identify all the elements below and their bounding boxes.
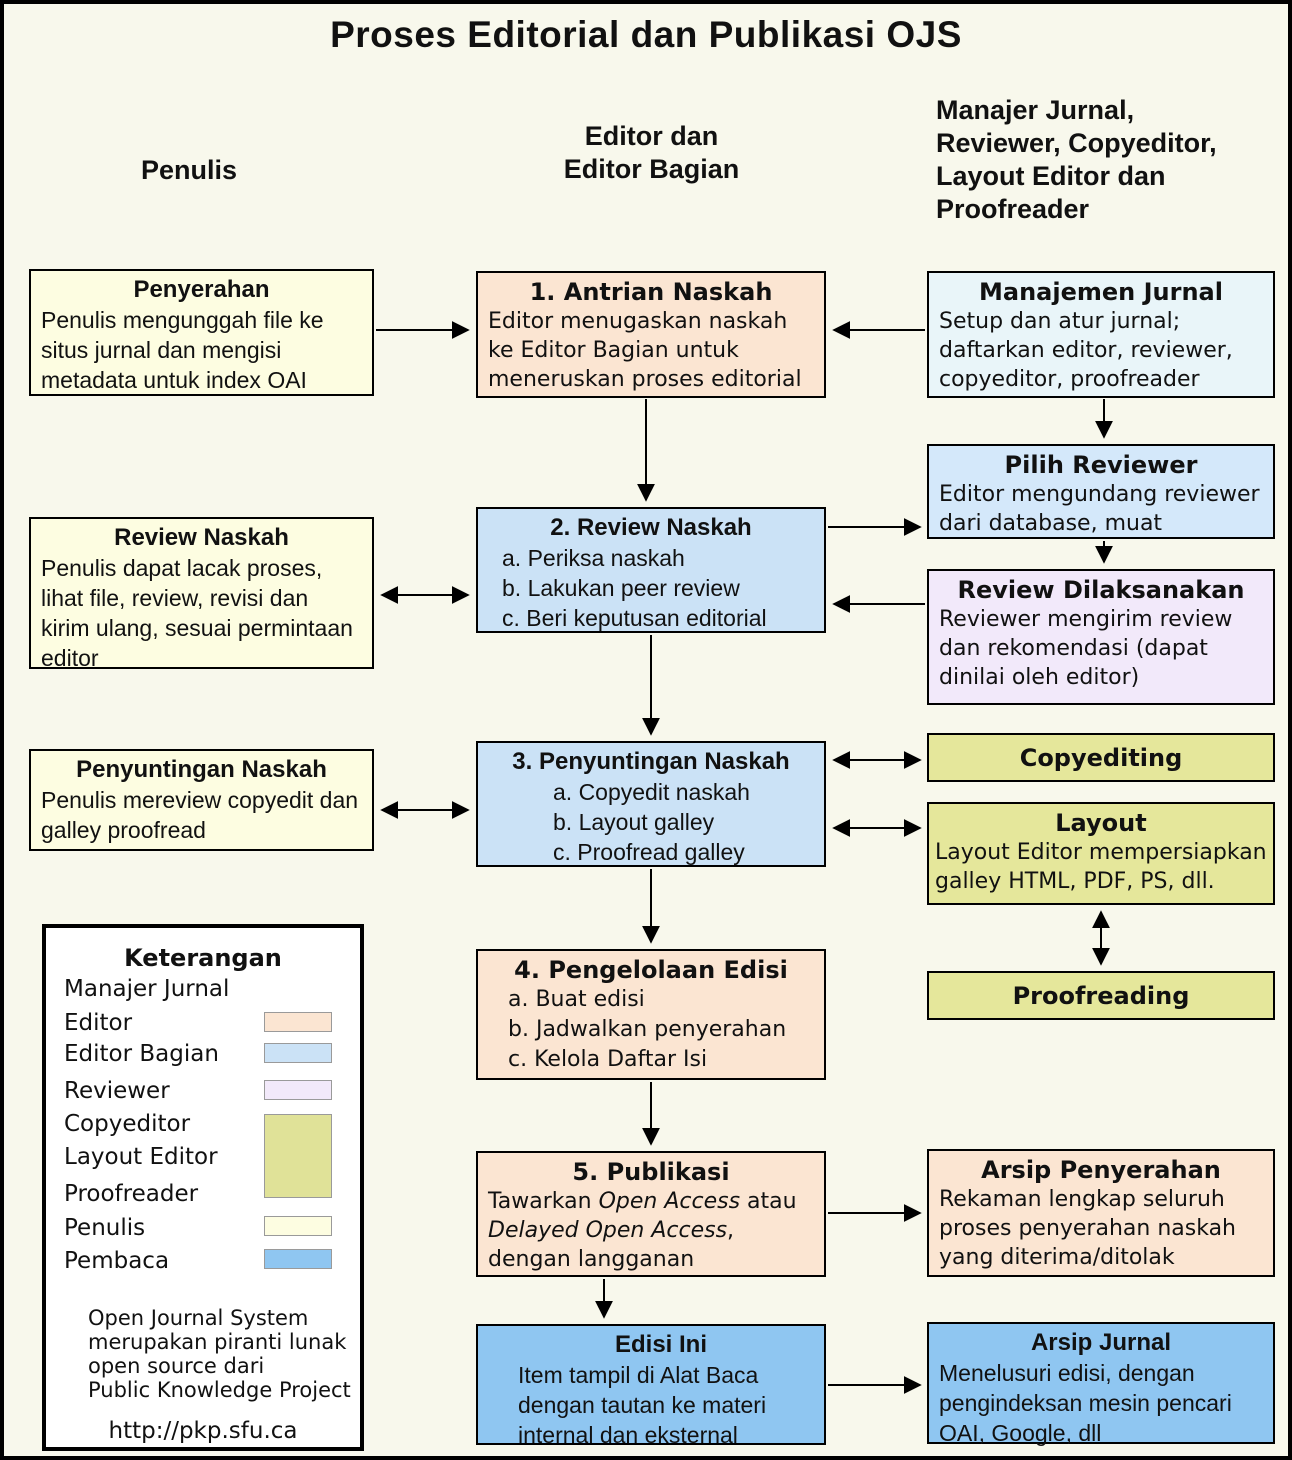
box-arsip-penyerahan-title: Arsip Penyerahan [981,1156,1221,1184]
box-review-naskah-title: 2. Review Naskah [550,514,752,541]
legend-note-line3: open source dari [88,1354,265,1378]
box-penyuntingan-naskah-item-b: b. Layout galley [553,809,715,835]
box-layout: Layout Layout Editor mempersiapkan galle… [927,802,1275,905]
box-penyuntingan-penulis-title: Penyuntingan Naskah [76,756,327,783]
box-penyuntingan-penulis-body: Penulis mereview copyedit dan galley pro… [41,787,359,843]
box-copyediting-title: Copyediting [1019,743,1183,772]
box-review-naskah-penulis-title: Review Naskah [114,524,289,551]
box-review-naskah-item-a: a. Periksa naskah [502,545,685,571]
box-layout-body: Layout Editor mempersiapkan galley HTML,… [935,840,1267,894]
box-pilih-reviewer: Pilih Reviewer Editor mengundang reviewe… [927,444,1275,539]
legend-note: Open Journal System merupakan piranti lu… [88,1306,351,1402]
box-arsip-penyerahan: Arsip Penyerahan Rekaman lengkap seluruh… [927,1149,1275,1277]
box-antrian-naskah: 1. Antrian Naskah Editor menugaskan nask… [476,271,826,398]
legend-note-line1: Open Journal System [88,1306,309,1330]
box-arsip-penyerahan-body: Rekaman lengkap seluruh proses penyeraha… [939,1187,1236,1270]
box-antrian-naskah-title: 1. Antrian Naskah [529,278,773,306]
box-penyuntingan-naskah-title: 3. Penyuntingan Naskah [512,748,790,775]
column-header-manajer: Manajer Jurnal, Reviewer, Copyeditor, La… [936,94,1286,226]
box-edisi-ini: Edisi Ini Item tampil di Alat Baca denga… [476,1324,826,1448]
box-penyuntingan-naskah-item-c: c. Proofread galley [553,839,745,865]
box-arsip-jurnal: Arsip Jurnal Menelusuri edisi, dengan pe… [927,1322,1275,1446]
box-layout-title: Layout [1055,809,1147,837]
legend-label-reviewer: Reviewer [64,1078,170,1104]
legend-title: Keterangan [124,944,282,972]
box-pilih-reviewer-title: Pilih Reviewer [1004,451,1198,479]
legend-url: http://pkp.sfu.ca [108,1418,298,1444]
legend-swatch-editor [264,1012,332,1032]
box-manajemen-jurnal-body: Setup dan atur jurnal; daftarkan editor,… [939,309,1233,392]
box-proofreading-title: Proofreading [1012,981,1190,1010]
box-pengelolaan-edisi-item-a: a. Buat edisi [508,987,645,1012]
column-header-manajer-line1: Manajer Jurnal, [936,95,1135,125]
box-antrian-naskah-body: Editor menugaskan naskah ke Editor Bagia… [488,309,802,392]
box-review-naskah-item-c: c. Beri keputusan editorial [502,605,767,631]
box-review-dilaksanakan-title: Review Dilaksanakan [957,576,1245,604]
box-publikasi-title: 5. Publikasi [572,1158,730,1186]
box-edisi-ini-body: Item tampil di Alat Baca dengan tautan k… [518,1362,767,1448]
box-penyerahan: Penyerahan Penulis mengunggah file ke si… [29,269,374,396]
box-penyerahan-body: Penulis mengunggah file ke situs jurnal … [41,307,324,393]
legend-swatch-reviewer [264,1080,332,1100]
column-header-editor-line1: Editor dan [584,121,719,151]
box-pengelolaan-edisi: 4. Pengelolaan Edisi a. Buat edisi b. Ja… [476,949,826,1080]
column-header-editor-line2: Editor Bagian [563,154,740,184]
box-pengelolaan-edisi-item-c: c. Kelola Daftar Isi [508,1047,708,1072]
page-title: Proses Editorial dan Publikasi OJS [330,14,962,55]
box-review-naskah-penulis-body: Penulis dapat lacak proses, lihat file, … [41,555,353,671]
column-header-editor: Editor dan Editor Bagian [474,120,829,186]
box-review-dilaksanakan-body: Reviewer mengirim review dan rekomendasi… [939,607,1233,690]
box-manajemen-jurnal: Manajemen Jurnal Setup dan atur jurnal; … [927,271,1275,398]
box-pengelolaan-edisi-item-b: b. Jadwalkan penyerahan [508,1017,787,1042]
legend-label-editor-bagian: Editor Bagian [64,1041,219,1067]
legend-label-manajer-jurnal: Manajer Jurnal [64,976,230,1002]
box-copyediting: Copyediting [927,733,1275,782]
box-publikasi: 5. Publikasi Tawarkan Open Access atau D… [476,1151,826,1277]
legend-label-proofreader: Proofreader [64,1181,199,1207]
column-header-manajer-line4: Proofreader [936,194,1090,224]
legend-swatch-pembaca [264,1249,332,1269]
legend-label-editor: Editor [64,1010,133,1036]
column-header-penulis: Penulis [140,155,238,185]
box-pilih-reviewer-body: Editor mengundang reviewer dari database… [939,482,1260,536]
legend-label-pembaca: Pembaca [64,1248,170,1274]
legend-label-layout-editor: Layout Editor [64,1144,218,1170]
box-proofreading: Proofreading [927,971,1275,1020]
box-arsip-jurnal-title: Arsip Jurnal [1030,1329,1172,1356]
box-review-naskah-item-b: b. Lakukan peer review [502,575,740,601]
box-publikasi-body: Tawarkan Open Access atau Delayed Open A… [488,1189,797,1272]
legend-swatch-copyeditor-layout-proofreader [264,1114,332,1198]
legend-label-copyeditor: Copyeditor [64,1111,191,1137]
legend-note-line4: Public Knowledge Project [88,1378,351,1402]
box-manajemen-jurnal-title: Manajemen Jurnal [979,278,1223,306]
legend-label-penulis: Penulis [64,1215,146,1241]
box-penyuntingan-naskah-item-a: a. Copyedit naskah [553,779,750,805]
box-penyerahan-title: Penyerahan [133,276,270,303]
box-arsip-jurnal-body: Menelusuri edisi, dengan pengindeksan me… [939,1360,1232,1446]
legend: Keterangan Manajer Jurnal Editor Editor … [42,924,364,1451]
box-review-naskah: 2. Review Naskah a. Periksa naskah b. La… [476,507,826,633]
column-header-manajer-line2: Reviewer, Copyeditor, [936,128,1217,158]
legend-note-line2: merupakan piranti lunak [88,1330,347,1354]
box-penyuntingan-naskah: 3. Penyuntingan Naskah a. Copyedit naska… [476,741,826,867]
legend-swatch-penulis [264,1216,332,1236]
column-header-manajer-line3: Layout Editor dan [936,161,1166,191]
box-pengelolaan-edisi-title: 4. Pengelolaan Edisi [514,956,788,984]
legend-swatch-editor-bagian [264,1043,332,1063]
box-edisi-ini-title: Edisi Ini [614,1331,707,1358]
box-penyuntingan-penulis: Penyuntingan Naskah Penulis mereview cop… [29,749,374,851]
box-review-naskah-penulis: Review Naskah Penulis dapat lacak proses… [29,517,374,671]
box-review-dilaksanakan: Review Dilaksanakan Reviewer mengirim re… [927,569,1275,705]
